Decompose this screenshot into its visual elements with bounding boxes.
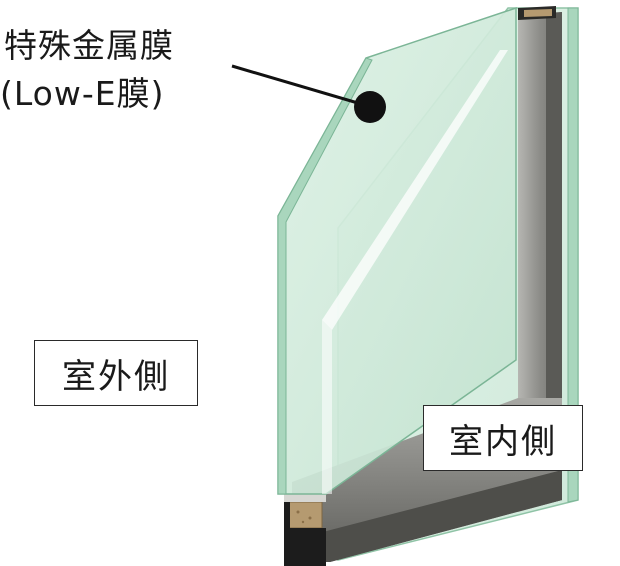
low-e-film-dot bbox=[354, 91, 386, 123]
film-callout bbox=[231, 64, 386, 123]
front-glass-pane bbox=[277, 6, 517, 495]
low-e-film-sublabel: (Low-E膜) bbox=[0, 74, 165, 113]
indoor-side-label: 室内側 bbox=[423, 405, 583, 471]
callout-leader-line bbox=[231, 64, 369, 108]
sealant bbox=[284, 494, 326, 566]
outdoor-side-label: 室外側 bbox=[34, 340, 198, 406]
low-e-film-label: 特殊金属膜 bbox=[4, 26, 174, 65]
